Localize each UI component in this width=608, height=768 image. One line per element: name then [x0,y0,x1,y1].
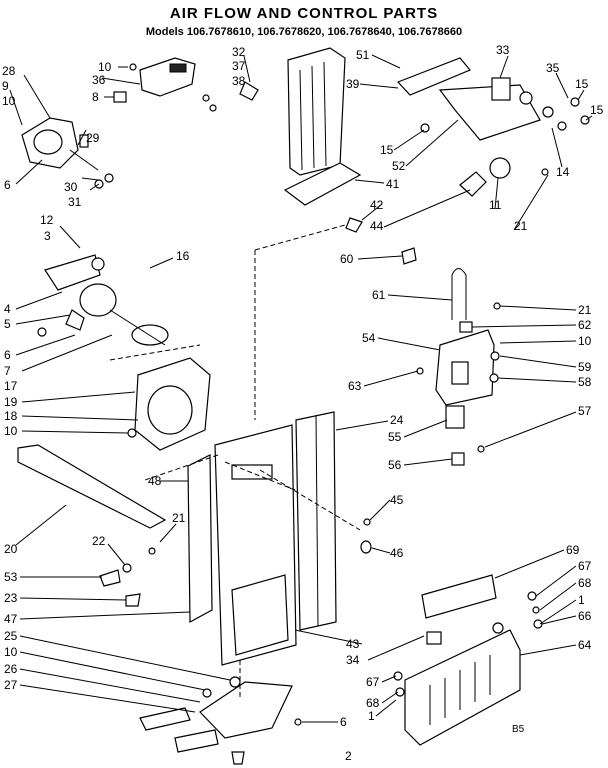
callout-label: 54 [362,331,376,345]
callout-label: 67 [578,559,592,573]
callout-label: 10 [2,94,16,108]
callout-label: 6 [4,348,11,362]
assembly-guide-lines [109,224,361,700]
callout-label: 39 [346,77,360,91]
callout-label: 31 [68,195,82,209]
callout-label: 27 [4,678,18,692]
callout-label: 62 [578,318,592,332]
callout-label: 59 [578,360,592,374]
leader-lines [9,54,593,723]
callout-label: 1 [368,709,375,723]
callout-label: 21 [578,303,592,317]
callout-label: 61 [372,288,386,302]
callout-label: 19 [4,395,18,409]
callout-label: 52 [392,159,406,173]
callout-label: 37 [232,59,246,73]
callout-label: 63 [348,379,362,393]
callout-label: 53 [4,570,18,584]
callout-label: 10 [4,645,18,659]
callout-label: 25 [4,629,18,643]
callout-label: 10 [578,334,592,348]
callout-label: 1 [578,593,585,607]
callout-label: 5 [4,317,11,331]
callout-label: 57 [578,404,592,418]
callout-label: 24 [390,413,404,427]
callout-label: 17 [4,379,18,393]
callout-label: 18 [4,409,18,423]
callout-label: 10 [4,424,18,438]
callout-label: 7 [4,364,11,378]
callout-label: 20 [4,542,18,556]
callout-label: 14 [556,165,570,179]
page-title: AIR FLOW AND CONTROL PARTS [170,5,438,22]
callout-label: 28 [2,64,16,78]
callout-label: 6 [340,715,347,729]
callout-label: 8 [92,90,99,104]
callout-label: 66 [578,609,592,623]
callout-label: 55 [388,430,402,444]
callout-label: 35 [546,61,560,75]
callout-label: 38 [232,74,246,88]
callout-label: 22 [92,534,106,548]
callout-label: 60 [340,252,354,266]
callout-label: 36 [92,73,106,87]
callout-label: 43 [346,637,360,651]
callout-label: 3 [44,229,51,243]
callout-label: 16 [176,249,190,263]
callout-labels: 10 36 8 32 37 38 28 9 10 29 6 30 31 12 3… [2,43,604,729]
callout-label: 51 [356,48,370,62]
callout-label: 6 [4,178,11,192]
callout-label: 58 [578,375,592,389]
callout-label: 9 [2,79,9,93]
callout-label: 45 [390,493,404,507]
callout-label: 12 [40,213,54,227]
callout-label: 41 [386,177,400,191]
callout-label: 47 [4,612,18,626]
callout-label: 69 [566,543,580,557]
callout-label: 4 [4,302,11,316]
callout-label: 67 [366,675,380,689]
callout-label: 15 [575,77,589,91]
callout-label: 30 [64,180,78,194]
callout-label: 33 [496,43,510,57]
callout-label: 15 [590,103,604,117]
callout-label: 44 [370,219,384,233]
callout-label: 32 [232,45,246,59]
callout-label: 68 [578,576,592,590]
callout-label: 15 [380,143,394,157]
part-illustrations [17,47,590,765]
callout-label: 21 [172,511,186,525]
page-number: 2 [345,749,352,763]
callout-label: 29 [86,131,100,145]
model-numbers: Models 106.7678610, 106.7678620, 106.767… [146,26,462,38]
callout-label: 42 [370,198,384,212]
callout-label: 64 [578,638,592,652]
callout-label: 21 [514,219,528,233]
callout-label: 48 [148,474,162,488]
callout-label: 34 [346,653,360,667]
callout-label: 10 [98,60,112,74]
callout-label: 23 [4,591,18,605]
callout-label: 46 [390,546,404,560]
callout-label: 26 [4,662,18,676]
callout-label: 56 [388,458,402,472]
callout-label: 11 [489,198,502,212]
diagram-code: B5 [512,724,525,735]
callout-label: 68 [366,696,380,710]
